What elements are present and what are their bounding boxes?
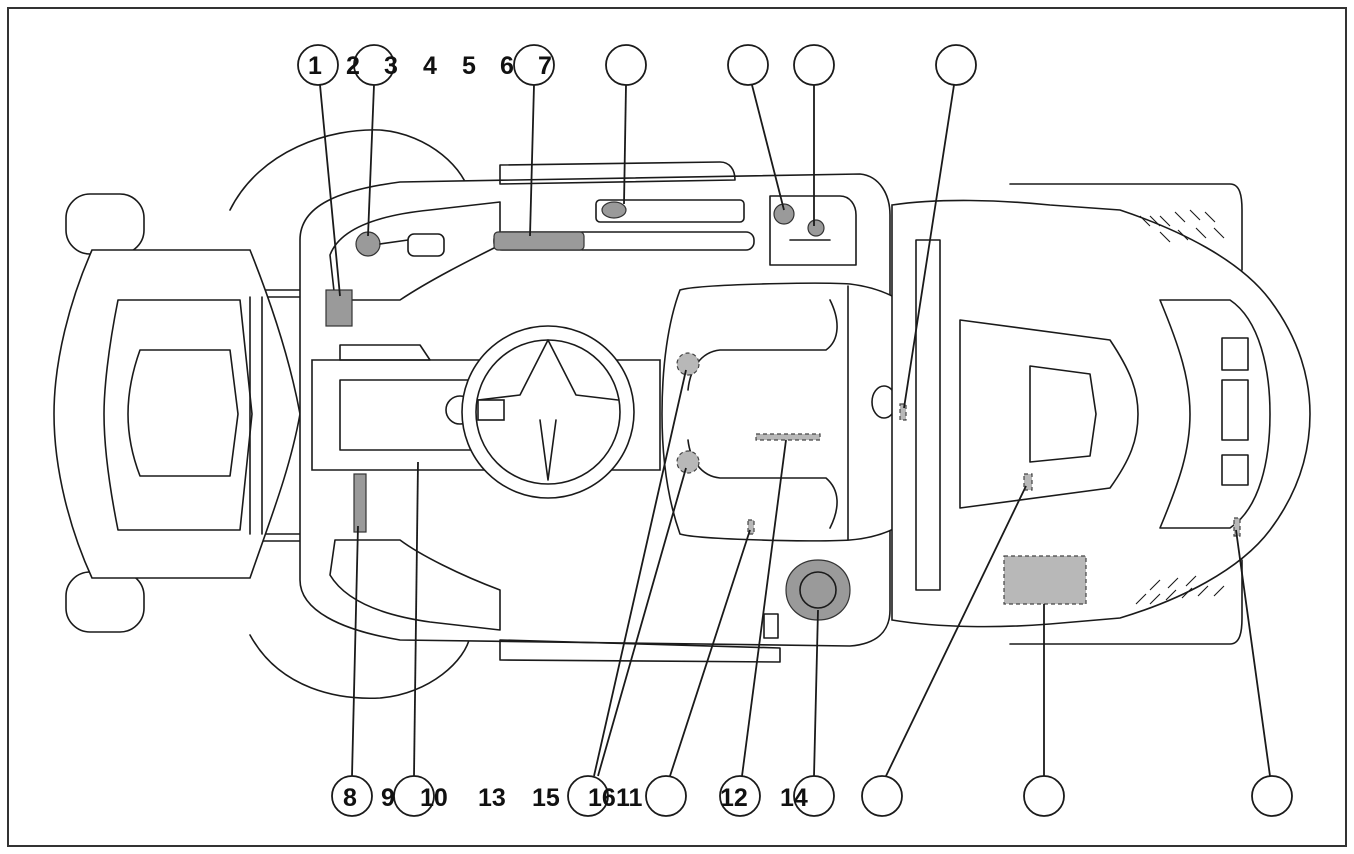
label-13: 13 bbox=[478, 784, 506, 812]
decal-markers bbox=[747, 403, 1241, 537]
bottom-number-labels: 8 9 10 13 15 16 11 12 14 bbox=[343, 784, 808, 812]
top-callouts bbox=[297, 44, 977, 86]
bottom-callouts bbox=[331, 775, 1293, 817]
leader-lines bbox=[319, 84, 1271, 777]
rear-cover bbox=[891, 183, 1311, 645]
label-1: 1 bbox=[308, 52, 322, 80]
mower-deck bbox=[229, 129, 471, 700]
label-16: 16 bbox=[588, 784, 616, 812]
controls bbox=[325, 199, 1087, 639]
label-8: 8 bbox=[343, 784, 357, 812]
frame-border bbox=[7, 7, 1347, 847]
label-9: 9 bbox=[381, 784, 395, 812]
rear-hatching bbox=[1135, 209, 1225, 605]
label-6: 6 bbox=[500, 52, 514, 80]
label-7: 7 bbox=[538, 52, 552, 80]
steering-wheel bbox=[461, 325, 635, 499]
label-2: 2 bbox=[346, 52, 360, 80]
label-5: 5 bbox=[462, 52, 476, 80]
top-number-labels: 1 2 3 4 5 6 7 bbox=[308, 52, 552, 80]
label-15: 15 bbox=[532, 784, 560, 812]
label-4: 4 bbox=[423, 52, 437, 80]
label-10: 10 bbox=[420, 784, 448, 812]
label-3: 3 bbox=[384, 52, 398, 80]
front-hood bbox=[53, 249, 301, 579]
label-12: 12 bbox=[720, 784, 748, 812]
label-11: 11 bbox=[616, 784, 643, 812]
label-14: 14 bbox=[780, 784, 808, 812]
